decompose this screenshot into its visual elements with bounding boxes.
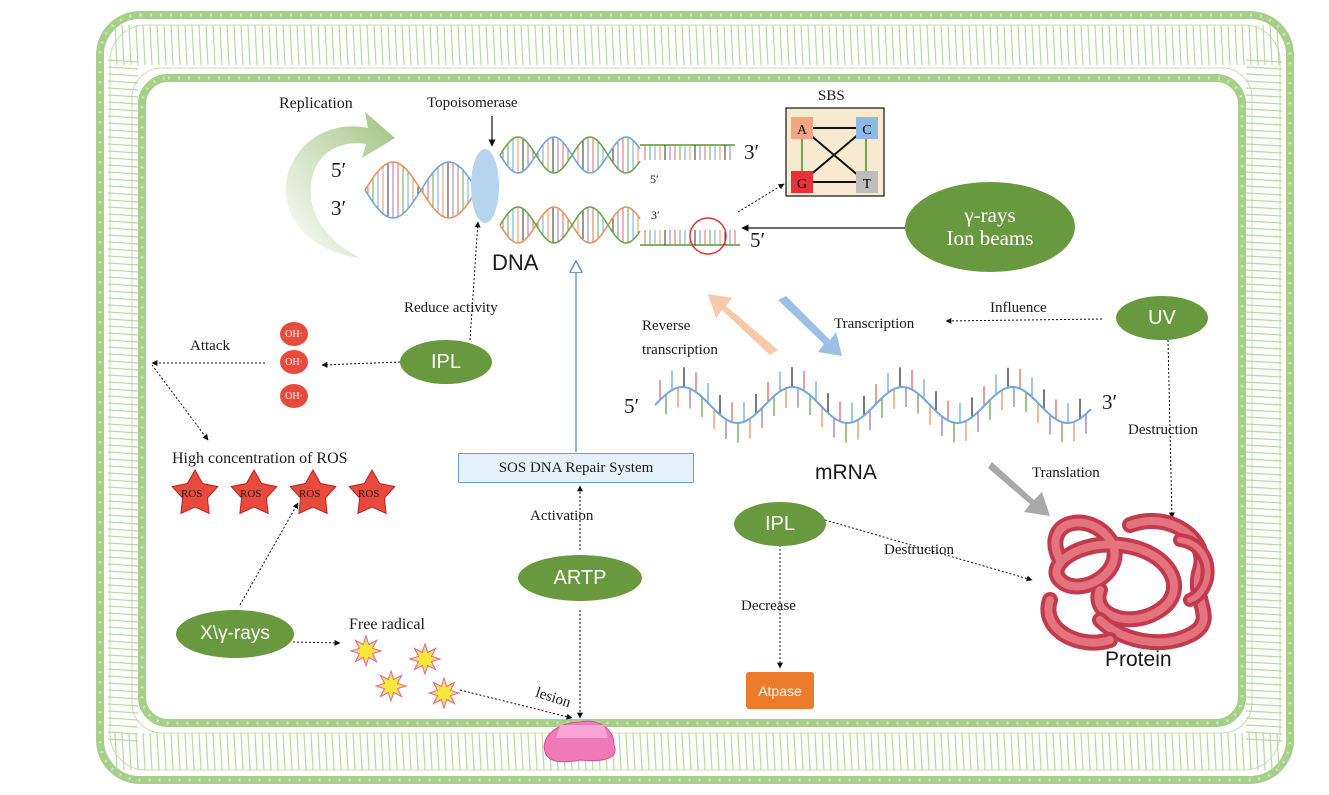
- dna-3prime-left: 3′: [331, 196, 347, 220]
- free-radical-spark-4: [427, 676, 461, 710]
- protein-structure: [1040, 513, 1215, 651]
- ipl-top-ellipse: IPL: [400, 340, 492, 384]
- sbs-title: SBS: [818, 88, 845, 104]
- oh-radical-1: OH·: [280, 322, 308, 346]
- topoisomerase-enzyme: [471, 149, 499, 223]
- base-a-label: A: [797, 123, 808, 138]
- transcription-arrow: [778, 296, 842, 356]
- cell-membrane: [96, 11, 1294, 784]
- atpase-box: Atpase: [746, 672, 814, 709]
- base-g-cell: [791, 171, 813, 193]
- dna-5prime-right: 5′: [750, 228, 766, 252]
- ros-badge-4: ROS: [358, 488, 380, 500]
- ros-badge-2: ROS: [240, 488, 262, 500]
- reduce-activity-label: Reduce activity: [404, 300, 498, 316]
- ros-title: High concentration of ROS: [172, 450, 348, 467]
- base-t-label: T: [863, 177, 872, 192]
- base-c-label: C: [862, 123, 871, 138]
- ros-badge-1: ROS: [181, 488, 203, 500]
- activation-label: Activation: [530, 508, 594, 524]
- gamma-rays-ion-beams-ellipse: γ-rays Ion beams: [905, 182, 1075, 272]
- sos-repair-box: SOS DNA Repair System: [458, 453, 694, 483]
- replication-arrow: [285, 112, 395, 258]
- mrna-strand: [654, 367, 1092, 443]
- translation-arrow: [988, 462, 1050, 516]
- base-t-cell: [856, 171, 878, 193]
- damage-site-circle: [689, 217, 727, 255]
- free-radical-sparks: [349, 634, 461, 710]
- free-radical-spark-2: [408, 642, 442, 676]
- ros-star-1: [171, 468, 219, 515]
- uv-destruction-label: Destruction: [1128, 422, 1198, 438]
- free-radical-label: Free radical: [349, 616, 425, 633]
- attack-label: Attack: [190, 338, 230, 354]
- artp-ellipse: ARTP: [518, 555, 642, 601]
- oh-radical-3: OH·: [280, 384, 308, 408]
- uv-ellipse: UV: [1116, 296, 1208, 340]
- ros-star-2: [230, 468, 278, 515]
- lesion-cell: [543, 720, 616, 763]
- base-a-cell: [791, 117, 813, 139]
- reverse-transcription-arrow: [708, 294, 778, 355]
- mrna-5prime: 5′: [624, 394, 640, 418]
- free-radical-spark-3: [374, 669, 408, 703]
- reverse-label-line1: Reverse: [642, 318, 691, 334]
- protein-label: Protein: [1105, 648, 1172, 671]
- dna-label: DNA: [492, 250, 539, 275]
- replication-label: Replication: [279, 95, 353, 112]
- base-c-cell: [856, 117, 878, 139]
- ipl-destruction-label: Destruction: [884, 542, 954, 558]
- ros-stars: [171, 468, 396, 515]
- ion-beams-label: Ion beams: [946, 226, 1034, 250]
- ros-star-3: [289, 468, 337, 515]
- x-gamma-rays-ellipse: X\γ-rays: [176, 610, 294, 658]
- dna-5prime-small: 5′: [650, 172, 659, 186]
- translation-label: Translation: [1032, 465, 1100, 481]
- ros-star-4: [348, 468, 396, 515]
- dna-double-helix: [364, 136, 740, 246]
- ros-badge-3: ROS: [299, 488, 321, 500]
- reverse-label-line2: transcription: [642, 342, 718, 358]
- free-radical-spark-1: [349, 634, 383, 668]
- mrna-label: mRNA: [815, 461, 877, 484]
- base-g-label: G: [797, 177, 807, 192]
- dna-3prime-right: 3′: [744, 140, 760, 164]
- decrease-label: Decrease: [741, 598, 796, 614]
- oh-radical-2: OH·: [280, 350, 308, 374]
- mrna-3prime: 3′: [1102, 390, 1118, 414]
- transcription-label: Transcription: [834, 316, 915, 332]
- topoisomerase-label: Topoisomerase: [427, 95, 518, 111]
- dna-5prime-left: 5′: [331, 158, 347, 182]
- sbs-diagram: A C G T: [785, 107, 885, 197]
- gamma-rays-label: γ-rays: [964, 202, 1016, 227]
- ipl-bottom-ellipse: IPL: [734, 502, 826, 546]
- dna-3prime-small: 3′: [651, 208, 660, 222]
- influence-label: Influence: [990, 300, 1047, 316]
